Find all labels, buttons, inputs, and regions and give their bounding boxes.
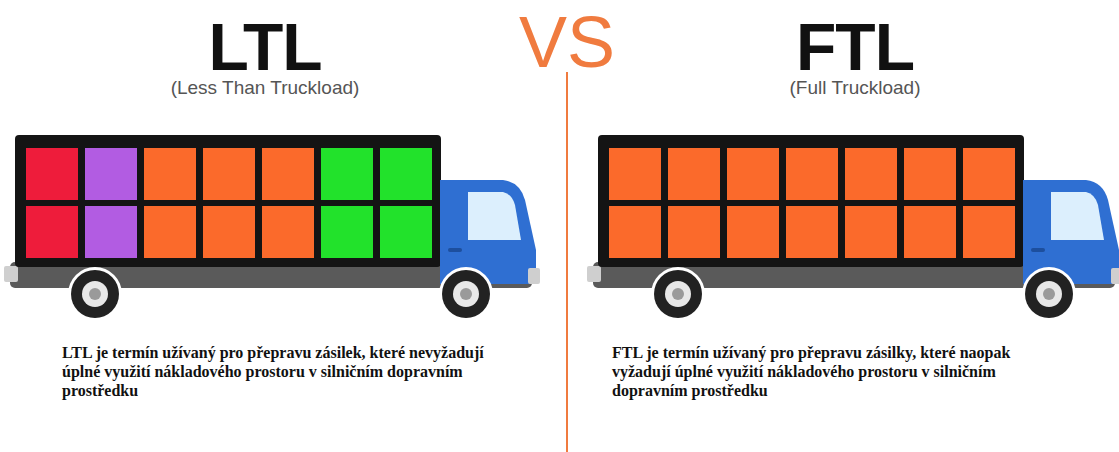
cargo-cell — [321, 148, 373, 200]
cargo-cell — [727, 148, 779, 200]
cargo-cell — [85, 206, 137, 258]
cargo-cell — [144, 148, 196, 200]
cargo-cell — [144, 206, 196, 258]
subheading: (Less Than Truckload) — [130, 78, 400, 99]
cargo-cell — [963, 148, 1015, 200]
cargo-cell — [85, 148, 137, 200]
heading: FTL — [720, 14, 990, 80]
description: FTL je termín užívaný pro přepravu zásil… — [612, 343, 1052, 401]
description: LTL je termín užívaný pro přepravu zásil… — [62, 343, 502, 401]
heading: LTL — [130, 14, 400, 80]
cargo-cell — [668, 148, 720, 200]
cargo-cell — [26, 206, 78, 258]
cargo-cell — [26, 148, 78, 200]
cargo-cell — [786, 206, 838, 258]
cargo-cell — [904, 148, 956, 200]
cargo-cell — [609, 148, 661, 200]
vs-mark: VS — [507, 6, 627, 78]
cargo-cell — [262, 206, 314, 258]
cargo-cell — [380, 148, 432, 200]
cargo-cell — [786, 148, 838, 200]
cargo-cell — [203, 206, 255, 258]
cargo-cell — [203, 148, 255, 200]
cargo-cell — [845, 206, 897, 258]
cargo-cell — [727, 206, 779, 258]
cargo-cell — [845, 148, 897, 200]
cargo-cell — [262, 148, 314, 200]
cargo-cell — [380, 206, 432, 258]
cargo-cell — [321, 206, 373, 258]
cargo-cell — [668, 206, 720, 258]
cargo-cell — [963, 206, 1015, 258]
cargo-cell — [904, 206, 956, 258]
cargo-cell — [609, 206, 661, 258]
subheading: (Full Truckload) — [720, 78, 990, 99]
